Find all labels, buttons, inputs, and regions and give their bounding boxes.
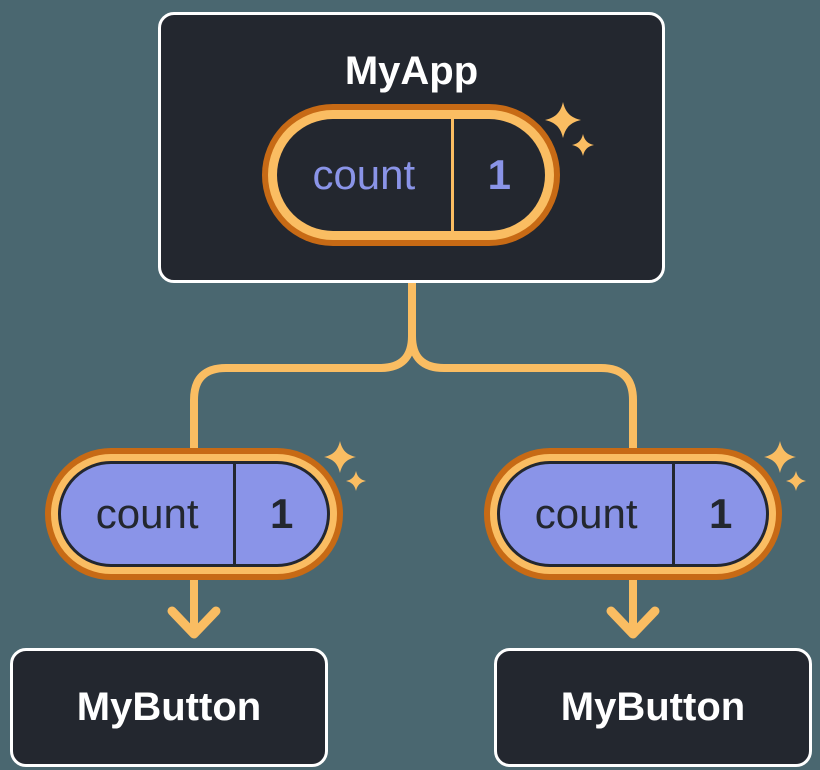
state-name: count	[312, 151, 416, 198]
state-value: 1	[269, 490, 294, 537]
state-value: 1	[708, 490, 733, 537]
sparkle-icon	[786, 471, 806, 491]
state-pill-child-right: count 1	[484, 448, 782, 580]
arrow-down-icon	[606, 606, 660, 639]
node-title: MyButton	[560, 685, 746, 729]
arrow-down-icon	[167, 606, 221, 639]
sparkle-icon	[572, 134, 594, 156]
state-name: count	[95, 490, 199, 537]
node-title: MyApp	[344, 49, 479, 93]
node-title: MyButton	[76, 685, 262, 729]
state-divider	[233, 464, 237, 564]
sparkle-icon	[324, 441, 356, 473]
state-pill-ring: count 1	[490, 454, 776, 574]
state-pill-child-left: count 1	[45, 448, 343, 580]
state-value: 1	[487, 151, 511, 198]
state-pill-ring: count 1	[51, 454, 337, 574]
connector-branch-right	[408, 279, 637, 632]
state-pill-ring: count 1	[268, 110, 554, 240]
component-node-mybutton-left: MyButton	[10, 648, 328, 767]
state-pill-core: count 1	[58, 461, 330, 567]
sparkle-icon	[346, 471, 366, 491]
state-pill-core: count 1	[497, 461, 769, 567]
state-divider	[450, 119, 454, 231]
state-pill-root: count 1	[262, 104, 560, 246]
sparkle-icon	[764, 441, 796, 473]
state-pill-core: count 1	[277, 119, 545, 231]
state-name: count	[534, 490, 638, 537]
component-node-mybutton-right: MyButton	[494, 648, 812, 767]
component-node-myapp: MyApp count 1	[158, 12, 665, 283]
sparkle-icon	[545, 102, 581, 138]
state-divider	[672, 464, 676, 564]
